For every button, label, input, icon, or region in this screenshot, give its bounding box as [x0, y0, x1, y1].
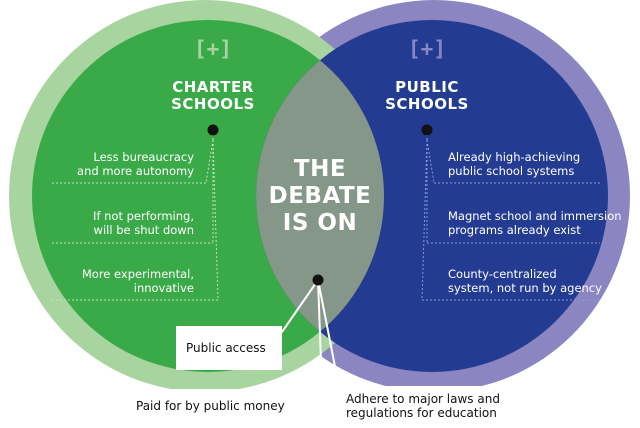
charter-plus-icon: [+]: [194, 37, 232, 61]
shared-connectors: [281, 279, 341, 393]
public-title-line1: PUBLIC: [395, 78, 459, 96]
public-dot: [421, 124, 433, 136]
shared-dot: [312, 274, 324, 286]
public-title-line2: SCHOOLS: [385, 95, 469, 113]
overlap-region: [256, 20, 384, 372]
debate-title-line3: IS ON: [282, 210, 358, 236]
charter-title: CHARTER SCHOOLS: [163, 79, 263, 113]
charter-item: If not performing, will be shut down: [93, 209, 194, 237]
debate-title-line1: THE: [293, 156, 347, 182]
charter-item: More experimental, innovative: [81, 267, 194, 295]
public-item: Already high-achieving public school sys…: [448, 150, 581, 178]
charter-item: Less bureaucracy and more autonomy: [77, 150, 194, 178]
charter-title-line2: SCHOOLS: [171, 95, 255, 113]
public-title: PUBLIC SCHOOLS: [377, 79, 477, 113]
charter-dot: [207, 124, 219, 136]
charter-title-line1: CHARTER: [172, 78, 254, 96]
shared-public-access: Public access: [176, 326, 282, 370]
shared-laws-regulations: Adhere to major laws and regulations for…: [340, 386, 540, 426]
public-item: County-centralized system, not run by ag…: [448, 267, 602, 295]
debate-title: THE DEBATE IS ON: [262, 156, 378, 237]
public-plus-icon: [+]: [408, 37, 446, 61]
public-item: Magnet school and immersion programs alr…: [448, 209, 622, 237]
charter-connectors: [52, 130, 219, 301]
shared-public-money: Paid for by public money: [130, 389, 322, 425]
public-connectors: [421, 130, 600, 301]
debate-title-line2: DEBATE: [268, 183, 372, 209]
